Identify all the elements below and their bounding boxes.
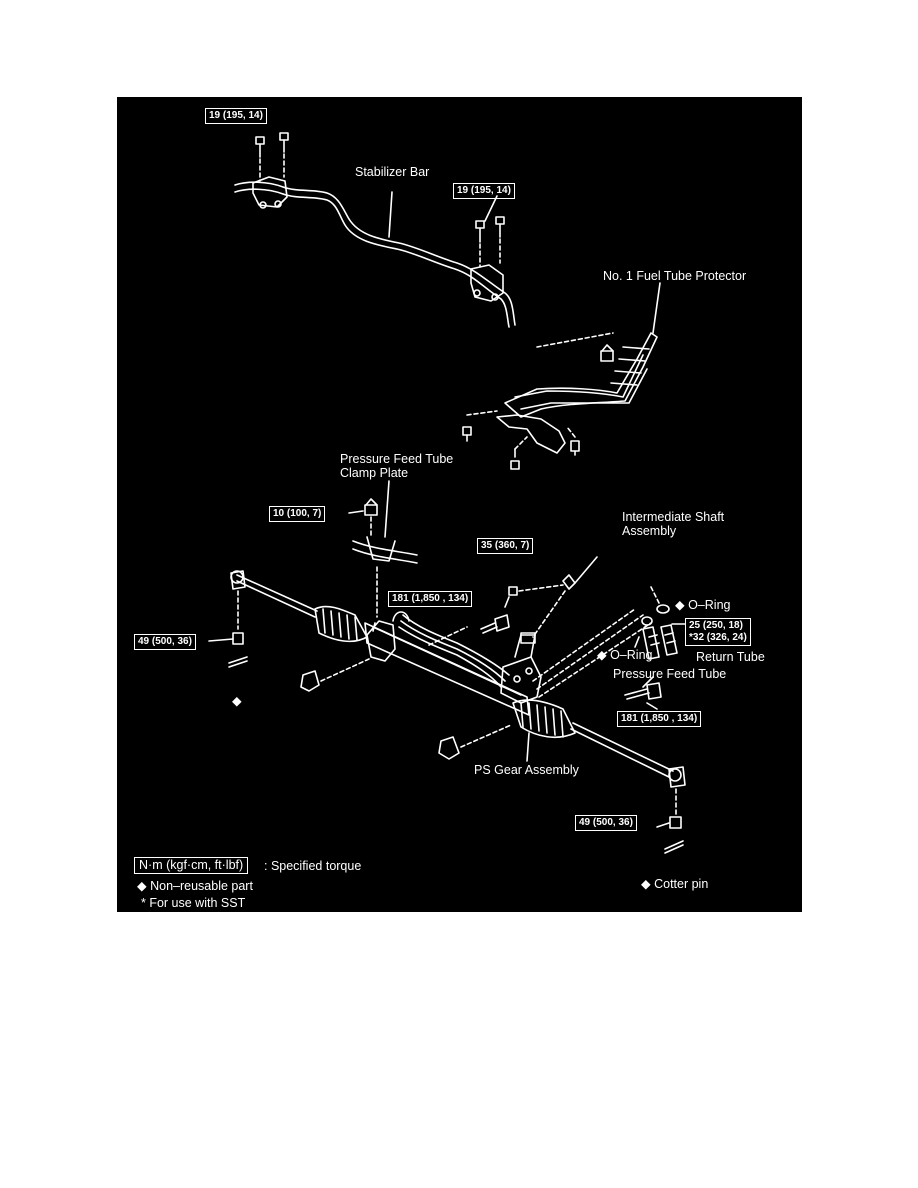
exploded-diagram: 19 (195, 14) 19 (195, 14) 10 (100, 7) 35… bbox=[117, 97, 802, 912]
label-return-tube: Return Tube bbox=[696, 650, 765, 664]
torque-spec-return-tube: 25 (250, 18) *32 (326, 24) bbox=[685, 618, 751, 646]
label-o-ring-top: ◆ O–Ring bbox=[675, 598, 731, 612]
label-ps-gear-assembly: PS Gear Assembly bbox=[474, 763, 579, 777]
legend-unit-description: : Specified torque bbox=[264, 859, 362, 873]
ps-gear-assembly-drawing bbox=[208, 556, 686, 854]
label-clamp-plate: Pressure Feed Tube Clamp Plate bbox=[340, 452, 454, 480]
legend-unit-box: N·m (kgf·cm, ft·lbf) bbox=[134, 857, 249, 874]
label-stabilizer-bar: Stabilizer Bar bbox=[355, 165, 430, 179]
diagram-drawing bbox=[208, 132, 686, 854]
torque-spec-stabilizer-left: 19 (195, 14) bbox=[205, 108, 267, 124]
torque-spec-intermediate-shaft-bolt: 35 (360, 7) bbox=[477, 538, 534, 554]
fuel-tube-protector-drawing bbox=[462, 282, 661, 470]
torque-spec-tie-rod-nut-right: 49 (500, 36) bbox=[575, 815, 637, 831]
label-intermediate-shaft: Intermediate Shaft Assembly bbox=[622, 510, 725, 538]
legend-sst-note: * For use with SST bbox=[141, 896, 246, 910]
non-reusable-marker: ◆ bbox=[232, 694, 242, 708]
torque-spec-tie-rod-nut-left: 49 (500, 36) bbox=[134, 634, 196, 650]
torque-spec-clamp-plate-nut: 10 (100, 7) bbox=[269, 506, 326, 522]
label-pressure-feed-tube: Pressure Feed Tube bbox=[613, 667, 727, 681]
clamp-plate-drawing bbox=[348, 480, 418, 564]
return-tube-torque-line-2: *32 (326, 24) bbox=[689, 632, 747, 643]
torque-spec-bracket-bolt-right: 181 (1,850 , 134) bbox=[617, 711, 702, 727]
label-o-ring-bottom: ◆ O–Ring bbox=[597, 648, 653, 662]
label-fuel-tube-protector: No. 1 Fuel Tube Protector bbox=[603, 269, 747, 283]
stabilizer-bar-drawing bbox=[234, 132, 516, 328]
torque-spec-stabilizer-right: 19 (195, 14) bbox=[453, 183, 515, 199]
label-cotter-pin: ◆ Cotter pin bbox=[641, 877, 709, 891]
legend-non-reusable: ◆ Non–reusable part bbox=[137, 879, 253, 893]
return-tube-torque-line-1: 25 (250, 18) bbox=[689, 620, 743, 631]
torque-spec-bracket-bolt-left: 181 (1,850 , 134) bbox=[388, 591, 473, 607]
